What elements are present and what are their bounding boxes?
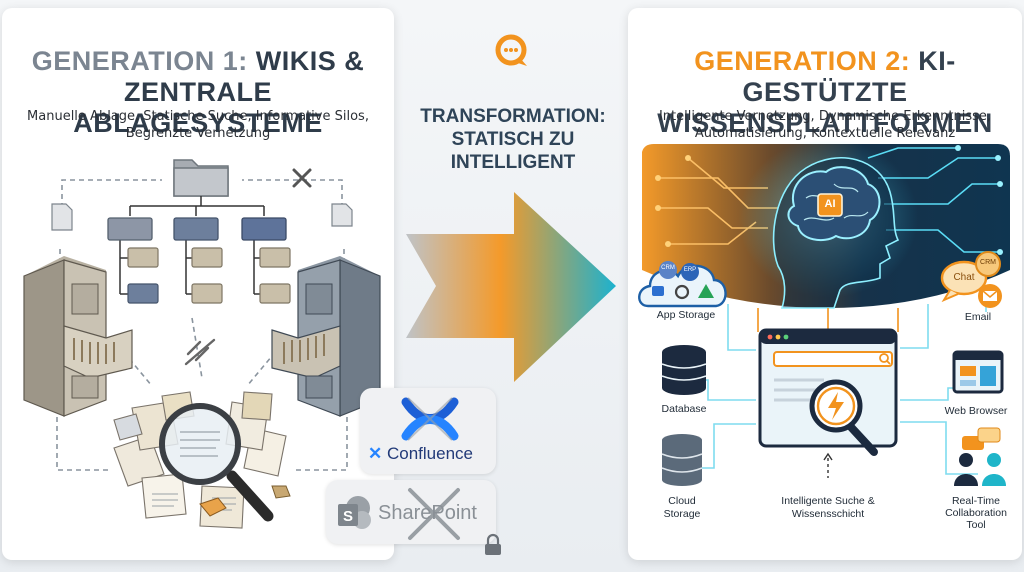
search-magnifier-icon xyxy=(809,379,878,456)
cloud-storage-icon xyxy=(661,434,703,486)
right-filing-cabinet-icon xyxy=(271,256,381,417)
transformation-title: TRANSFORMATION: STATISCH ZU INTELLIGENT xyxy=(400,105,626,174)
cloud-storage-label: Cloud Storage xyxy=(642,495,722,521)
document-icon xyxy=(51,203,353,231)
generation-2-title-rest: KI-GESTÜTZTE xyxy=(742,46,956,107)
tag-icon-2 xyxy=(271,485,291,499)
folder-row-1-icons xyxy=(107,217,287,241)
confluence-logo-card xyxy=(360,388,496,474)
generation-2-prefix: GENERATION 2: xyxy=(694,46,911,76)
web-browser-icon xyxy=(952,350,1004,394)
cloud-storage-label-line2: Storage xyxy=(663,508,701,520)
transformation-title-line1: TRANSFORMATION: xyxy=(420,106,606,127)
search-layer-label-line1: Intelligente Suche & xyxy=(781,495,875,507)
web-browser-label: Web Browser xyxy=(944,405,1008,417)
cloud-badge-crm: CRM xyxy=(661,265,675,271)
generation-2-subtitle-line1: Intelligente Vernetzung, Dynamische Erke… xyxy=(658,109,992,124)
search-layer-label-line2: Wissensschicht xyxy=(791,508,865,520)
folder-hierarchy-illustration xyxy=(23,159,381,529)
confluence-label-text: Confluence xyxy=(386,444,473,463)
generation-2-subtitle: Intelligente Vernetzung, Dynamische Erke… xyxy=(628,108,1022,142)
broken-link-x-icon xyxy=(292,168,312,188)
top-chat-logo-icon xyxy=(495,34,527,66)
generation-1-prefix: GENERATION 1: xyxy=(31,46,248,76)
root-folder-icon xyxy=(173,159,229,197)
email-label: Email xyxy=(964,311,992,323)
confluence-logo-icon xyxy=(401,397,459,441)
document-pile-icon xyxy=(113,391,287,529)
transformation-arrow xyxy=(406,192,616,382)
confluence-label: ✕ Confluence xyxy=(368,444,492,464)
broken-connection-icon xyxy=(184,338,216,366)
generation-1-title-line2: ZENTRALE ABLAGESYSTEME xyxy=(73,77,323,138)
tag-icon xyxy=(199,497,227,517)
magnifier-icon xyxy=(159,403,274,522)
database-icon xyxy=(661,345,707,395)
collaboration-label-line1: Real-Time xyxy=(951,495,1001,507)
ai-platform-illustration xyxy=(638,138,1010,486)
ai-chip xyxy=(817,193,843,217)
app-storage-label: App Storage xyxy=(656,309,716,321)
generation-1-panel: GENERATION 1: WIKIS & ZENTRALE ABLAGESYS… xyxy=(2,8,394,560)
generation-2-title: GENERATION 2: KI-GESTÜTZTE WISSENSPLATTF… xyxy=(628,46,1022,139)
sharepoint-label: SharePoint xyxy=(378,502,477,524)
cloud-badge-erp: ERP xyxy=(683,267,697,273)
svg-text:S: S xyxy=(343,508,353,525)
generation-1-title: GENERATION 1: WIKIS & ZENTRALE ABLAGESYS… xyxy=(2,46,394,139)
chat-badge-chat: Chat xyxy=(953,272,975,283)
generation-1-subtitle-line1: Manuelle Ablage, Statische Suche, Inform… xyxy=(27,109,369,124)
app-storage-cloud-icon xyxy=(638,261,727,308)
collaboration-label-line2: Collaboration xyxy=(945,507,1007,519)
collaboration-tool-label: Real-Time Collaboration Tool xyxy=(934,495,1018,531)
ai-chip-label: AI xyxy=(824,198,836,210)
generation-2-panel: GENERATION 2: KI-GESTÜTZTE WISSENSPLATTF… xyxy=(628,8,1022,560)
sharepoint-cross-icon xyxy=(408,488,460,540)
confluence-small-icon: ✕ xyxy=(368,444,383,463)
collaboration-people-icon xyxy=(954,427,1006,486)
chat-badge-crm: CRM xyxy=(980,259,996,266)
generation-1-subtitle-line2: Begrenzte Vernetzung xyxy=(125,126,271,141)
collaboration-label-line3: Tool xyxy=(966,519,986,531)
chat-email-icon xyxy=(940,251,1002,308)
generation-1-title-rest: WIKIS & xyxy=(255,46,365,76)
transformation-title-line3: INTELLIGENT xyxy=(450,152,576,173)
cloud-storage-label-line1: Cloud xyxy=(668,495,696,507)
left-filing-cabinet-icon xyxy=(23,256,133,417)
search-bar-magnifier-icon xyxy=(879,353,891,365)
lock-icon xyxy=(485,533,501,555)
generation-2-subtitle-line2: Automatisierung, Kontextuelle Relevanz xyxy=(694,126,956,141)
sharepoint-logo-icon: S xyxy=(338,496,371,529)
transformation-title-line2: STATISCH ZU xyxy=(451,129,575,150)
database-label: Database xyxy=(661,403,707,415)
generation-1-subtitle: Manuelle Ablage, Statische Suche, Inform… xyxy=(2,108,394,142)
generation-2-title-line2: WISSENSPLATTFORMEN xyxy=(657,108,993,138)
search-layer-label: Intelligente Suche & Wissensschicht xyxy=(758,495,898,521)
